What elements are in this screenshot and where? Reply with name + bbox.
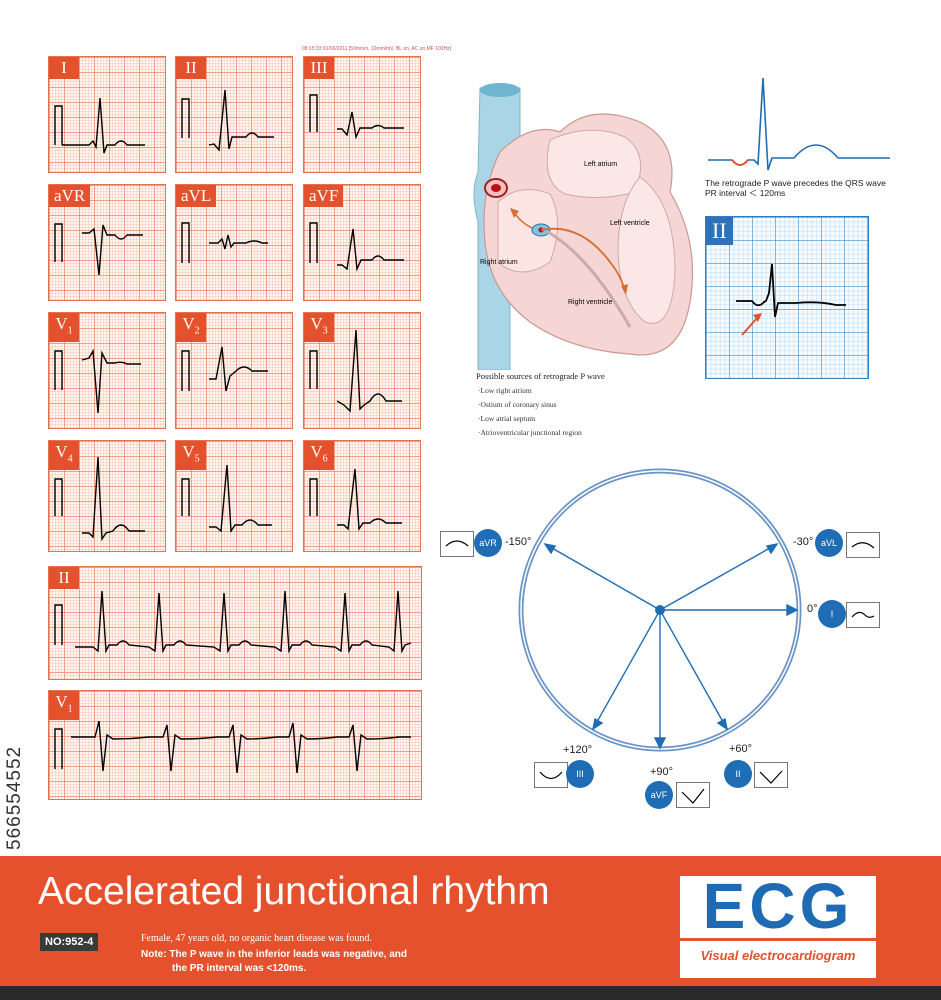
aVR-mini-wave xyxy=(440,531,474,557)
I-mini-wave xyxy=(846,602,880,628)
ecg-logo-subtitle: Visual electrocardiogram xyxy=(700,948,856,963)
right-ventricle-label: Right ventricle xyxy=(568,299,612,306)
aVR-degree: -150° xyxy=(505,536,532,548)
note-line-2: the PR interval was <120ms. xyxy=(172,963,307,974)
lead-II-panel: II xyxy=(175,56,293,173)
lead-V5-panel: V5 xyxy=(175,440,293,552)
lead-II-label: II xyxy=(176,57,206,79)
lead-V6-label: V6 xyxy=(304,441,334,471)
lead-I-panel: I xyxy=(48,56,166,173)
aVR-axis-badge: aVR xyxy=(474,529,502,557)
III-mini-wave xyxy=(534,762,568,788)
footer-banner: Accelerated junctional rhythm NO:952-4 F… xyxy=(0,856,941,1000)
III-axis-badge: III xyxy=(566,760,594,788)
III-degree: +120° xyxy=(563,744,593,756)
case-number-badge: NO:952-4 xyxy=(40,933,99,951)
retrograde-lead-II-label: II xyxy=(706,217,733,245)
aVL-mini-wave xyxy=(846,532,880,558)
aVL-axis-badge: aVL xyxy=(815,529,843,557)
lead-aVF-label: aVF xyxy=(304,185,344,207)
source-item: ·Atrioventricular junctional region xyxy=(478,428,582,437)
lead-III-panel: III xyxy=(303,56,421,173)
logo-divider xyxy=(680,938,876,941)
rhythm-strip-II: II xyxy=(48,566,422,680)
source-item: ·Ostium of coronary sinus xyxy=(478,400,557,409)
II-mini-wave xyxy=(754,762,788,788)
lead-aVL-label: aVL xyxy=(176,185,217,207)
patient-description: Female, 47 years old, no organic heart d… xyxy=(141,933,372,944)
lead-V3-label: V3 xyxy=(304,313,334,343)
I-degree: 0° xyxy=(807,603,818,615)
lead-V6-panel: V6 xyxy=(303,440,421,552)
lead-V1-label: V1 xyxy=(49,313,79,343)
lead-V4-panel: V4 xyxy=(48,440,166,552)
lead-V2-panel: V2 xyxy=(175,312,293,429)
lead-V3-panel: V3 xyxy=(303,312,421,429)
heart-conduction-diagram: Left atrium Left ventricle Right atrium … xyxy=(473,83,694,370)
aVL-degree: -30° xyxy=(793,536,814,548)
lead-aVL-panel: aVL xyxy=(175,184,293,301)
retrograde-caption: The retrograde P wave precedes the QRS w… xyxy=(705,178,886,198)
ecg-logo: ECG Visual electrocardiogram xyxy=(680,876,876,978)
I-axis-badge: I xyxy=(818,600,846,628)
rhythm-strip-V1-label: V1 xyxy=(49,691,79,721)
lead-V2-label: V2 xyxy=(176,313,206,343)
ecg-logo-text: ECG xyxy=(702,876,854,936)
II-degree: +60° xyxy=(729,743,753,755)
source-item: ·Low right atrium xyxy=(478,386,532,395)
note-line-1: Note: The P wave in the inferior leads w… xyxy=(141,949,408,960)
retrograde-p-waveform xyxy=(708,77,890,171)
retrograde-caption-line1: The retrograde P wave precedes the QRS w… xyxy=(705,178,886,188)
aVF-mini-wave xyxy=(676,782,710,808)
recording-timestamp: 08:15:33 01/06/2011 [50mm/s, 10mm/mV, BL… xyxy=(302,46,452,52)
aVF-degree: +90° xyxy=(650,766,674,778)
lead-V5-label: V5 xyxy=(176,441,206,471)
ecg-logo-mark: ECG xyxy=(680,876,876,936)
footer-strip xyxy=(0,986,941,1000)
right-atrium-label: Right atrium xyxy=(480,259,518,266)
sources-list: ·Low right atrium ·Ostium of coronary si… xyxy=(478,384,582,440)
sources-title: Possible sources of retrograde P wave xyxy=(476,371,605,381)
lead-V1-panel: V1 xyxy=(48,312,166,429)
source-item: ·Low atrial septum xyxy=(478,414,536,423)
II-axis-badge: II xyxy=(724,760,752,788)
hexaxial-reference-circle xyxy=(518,468,802,752)
rhythm-strip-V1: V1 xyxy=(48,690,422,800)
left-atrium-label: Left atrium xyxy=(584,161,617,168)
lead-V4-label: V4 xyxy=(49,441,79,471)
lead-aVR-label: aVR xyxy=(49,185,91,207)
lead-III-label: III xyxy=(304,57,334,79)
retrograde-caption-line2: PR interval ＜ 120ms xyxy=(705,188,786,198)
aVF-axis-badge: aVF xyxy=(645,781,673,809)
lead-aVF-panel: aVF xyxy=(303,184,421,301)
left-ventricle-label: Left ventricle xyxy=(610,220,650,227)
lead-aVR-panel: aVR xyxy=(48,184,166,301)
diagnosis-title: Accelerated junctional rhythm xyxy=(38,870,550,913)
rhythm-strip-II-label: II xyxy=(49,567,79,589)
retrograde-lead-II-panel: II xyxy=(705,216,869,379)
lead-I-label: I xyxy=(49,57,79,79)
